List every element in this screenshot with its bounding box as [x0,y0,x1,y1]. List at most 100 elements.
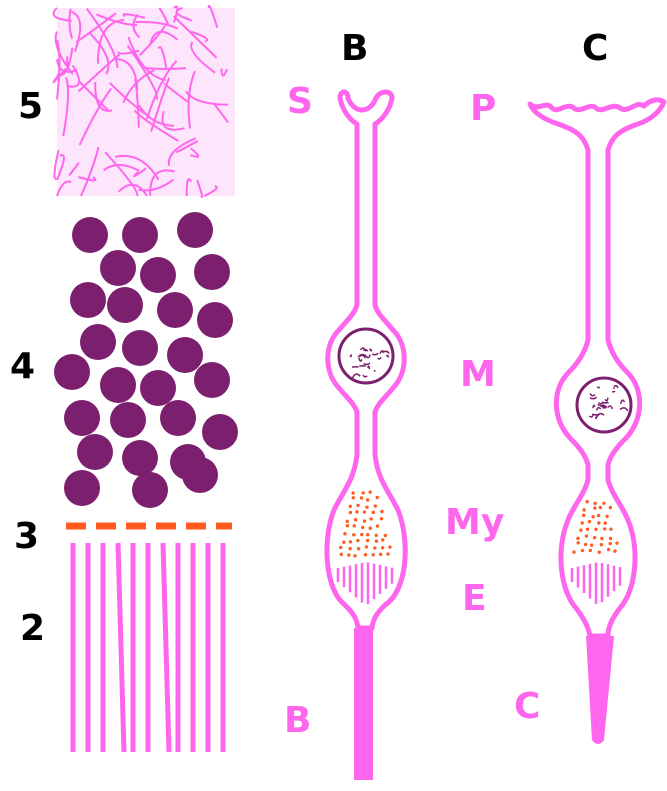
granule-dot [581,521,584,524]
nucleus-dot [110,402,146,438]
granule-dot [365,545,368,548]
layer-5-fiber-mesh [53,6,235,197]
granule-dot [582,514,585,517]
granule-dot [352,533,355,536]
rod-nucleus-chromatin [350,348,389,378]
layer-label-2: 2 [20,608,45,649]
granule-dot [585,534,588,537]
nucleus-dot [132,472,168,508]
granule-dot [594,528,597,531]
rod-ellipsoid-striations [338,562,392,604]
granule-dot [364,553,367,556]
granule-dot [386,552,389,555]
granule-dot [603,527,606,530]
granule-dot [363,510,366,513]
nucleus-dot [202,414,238,450]
label-b-rod-segment: B [284,700,311,741]
cone-title: C [582,28,608,69]
chromatin-squiggle [378,357,381,359]
nucleus-dot [197,302,233,338]
nucleus-dot [160,400,196,436]
granule-dot [361,526,364,529]
chromatin-squiggle [597,408,601,411]
rod-outer-segment [354,628,373,780]
granule-dot [372,511,375,514]
label-c-cone-segment: C [514,686,540,727]
granule-dot [353,554,356,557]
nucleus-dot [100,250,136,286]
granule-dot [342,541,345,544]
granule-dot [585,500,588,503]
chromatin-squiggle [372,353,378,354]
chromatin-squiggle [605,398,608,401]
granule-dot [339,546,342,549]
chromatin-squiggle [387,355,389,357]
granule-dot [369,517,372,520]
granule-dot [340,553,343,556]
layer-2-rod-lines [73,543,223,752]
granule-dot [572,550,575,553]
granule-dot [369,490,372,493]
nucleus-dot [122,217,158,253]
granule-dot [598,551,601,554]
granule-dot [374,504,377,507]
granule-dot [608,542,611,545]
granule-dot [381,546,384,549]
chromatin-squiggle [363,363,369,365]
rod-line [118,543,124,752]
granule-dot [604,521,607,524]
layer-label-3: 3 [14,516,39,557]
granule-dot [360,496,363,499]
granule-dot [355,510,358,513]
chromatin-squiggle [590,393,595,395]
granule-dot [365,506,368,509]
label-s-synaptic: S [287,81,313,122]
granule-dot [356,504,359,507]
granule-dot [609,537,612,540]
rod-title: B [341,28,368,69]
nucleus-dot [80,324,116,360]
granule-dot [357,547,360,550]
nucleus-dot [157,292,193,328]
granule-dot [589,549,592,552]
granule-dot [586,528,589,531]
granule-dot [376,496,379,499]
granule-dot [380,510,383,513]
granule-dot [591,515,594,518]
granule-dot [593,502,596,505]
granule-dot [609,506,612,509]
granule-dot [576,537,579,540]
layer-4-nuclei [54,212,238,508]
granule-dot [590,543,593,546]
nucleus-dot [194,254,230,290]
chromatin-squiggle [598,404,604,405]
granule-dot [581,549,584,552]
granule-dot [363,519,366,522]
chromatin-squiggle [350,354,351,356]
granule-dot [352,496,355,499]
granule-dot [346,524,349,527]
nucleus-dot [177,212,213,248]
rod-myoid-granules [339,490,392,557]
nucleus-dot [122,330,158,366]
chromatin-squiggle [608,406,613,409]
granule-dot [353,524,356,527]
granule-dot [366,539,369,542]
granule-dot [366,498,369,501]
granule-dot [593,506,596,509]
chromatin-squiggle [590,397,597,399]
granule-dot [369,527,372,530]
nucleus-dot [140,370,176,406]
granule-dot [600,543,603,546]
granule-dot [597,521,600,524]
chromatin-squiggle [597,414,604,417]
layer-label-5: 5 [18,86,43,127]
granule-dot [599,506,602,509]
granule-dot [588,520,591,523]
label-e: E [462,578,487,619]
label-m: M [460,354,496,395]
granule-dot [375,534,378,537]
granule-dot [343,532,346,535]
nucleus-dot [122,440,158,476]
